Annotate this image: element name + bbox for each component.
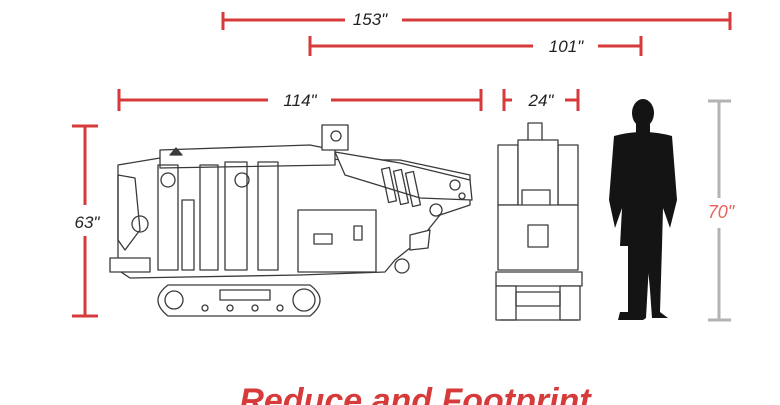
crane-front-view-illustration xyxy=(495,122,583,321)
overall-length-dimension xyxy=(221,12,732,30)
track-assembly xyxy=(157,284,321,317)
person-silhouette-icon xyxy=(609,99,677,320)
boom-length-dimension xyxy=(308,36,643,56)
machine-height-dimension xyxy=(72,124,98,318)
footer-heading: Reduce and Footprint xyxy=(239,382,592,405)
boom-length-label: 101" xyxy=(549,37,584,56)
outrigger-legs xyxy=(157,147,279,271)
crane-side-view-illustration xyxy=(109,124,473,317)
overall-length-label: 153" xyxy=(353,10,388,29)
machine-width-label: 24" xyxy=(528,91,555,110)
machine-length-dimension xyxy=(117,89,483,111)
machine-height-label: 63" xyxy=(75,213,101,232)
machine-width-dimension xyxy=(502,89,580,111)
person-height-label: 70" xyxy=(708,202,736,222)
machine-length-label: 114" xyxy=(283,91,317,110)
boom-cylinders xyxy=(380,166,422,208)
person-height-dimension xyxy=(708,99,731,322)
